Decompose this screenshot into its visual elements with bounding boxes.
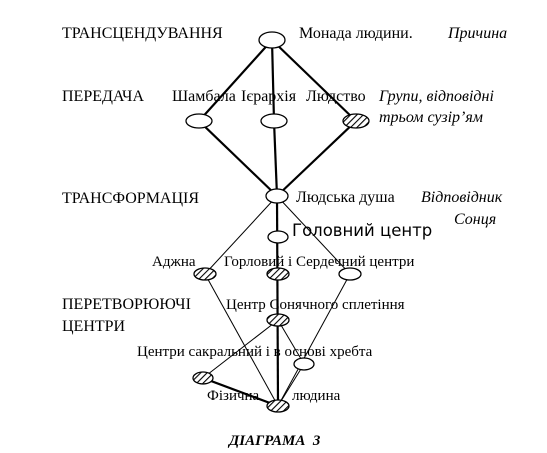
label-solar-plexus: Центр Сонячного сплетіння	[226, 297, 405, 313]
label-transformation: ТРАНСФОРМАЦІЯ	[62, 190, 199, 207]
line-sacral-physical	[202, 376, 279, 408]
label-groups-line1: Групи, відповідні	[378, 88, 494, 105]
node-base-of-spine	[293, 357, 315, 371]
line-solar-base	[277, 319, 305, 365]
diagram-caption: ДІАГРАМА 3	[227, 433, 321, 449]
node-heart	[338, 267, 362, 281]
node-monad	[258, 31, 286, 49]
label-physical-man-1: Фізична	[207, 388, 260, 404]
line-base-physical	[277, 363, 305, 407]
label-physical-man-2: людина	[292, 388, 341, 404]
label-human-soul: Людська душа	[296, 189, 395, 206]
node-sacral	[192, 371, 214, 385]
label-throat-heart: Горловий і Сердечний центри	[224, 254, 414, 270]
line-hierarchy-soul	[272, 120, 279, 197]
line-right-physical	[277, 273, 351, 407]
label-transmission: ПЕРЕДАЧА	[62, 88, 144, 105]
label-hierarchy: Ієрархія	[241, 88, 297, 105]
node-shambala	[185, 113, 213, 129]
node-ajna	[193, 267, 217, 281]
line-soul-sacral-right	[276, 195, 351, 275]
node-head-center	[267, 230, 289, 244]
label-transforming-line1: ПЕРЕТВОРЮЮЧІ	[62, 296, 191, 313]
label-groups-line2: трьом сузір’ям	[379, 109, 483, 126]
node-human-soul	[265, 188, 289, 204]
label-head-center: Головний центр	[292, 221, 432, 240]
nodes	[185, 31, 370, 413]
node-hierarchy	[260, 113, 288, 129]
label-sacral-base: Центри сакральний і в основі хребта	[137, 344, 373, 360]
label-cause: Причина	[447, 25, 507, 42]
line-ajna-physical	[204, 273, 279, 407]
label-monad: Монада людини.	[299, 25, 413, 42]
line-shambala-soul	[198, 120, 278, 197]
line-humanity-soul	[276, 120, 357, 197]
label-transforming-line2: ЦЕНТРИ	[62, 318, 126, 335]
labels: ТРАНСЦЕНДУВАННЯ Монада людини. Причина П…	[62, 25, 507, 449]
line-monad-hierarchy	[270, 39, 276, 122]
node-solar-plexus	[266, 313, 290, 327]
label-shambala: Шамбала	[172, 88, 236, 105]
node-throat	[266, 267, 290, 281]
label-ajna: Аджна	[152, 254, 196, 270]
label-sun: Сонця	[454, 211, 496, 228]
node-humanity	[342, 113, 370, 129]
label-humanity: Людство	[306, 88, 366, 105]
line-solar-sacral	[202, 319, 279, 379]
label-transcending: ТРАНСЦЕНДУВАННЯ	[62, 25, 223, 42]
label-corresponding: Відповідник	[421, 189, 503, 206]
line-monad-shambala	[198, 39, 273, 122]
line-monad-humanity	[271, 39, 357, 122]
line-soul-ajna	[204, 195, 278, 275]
node-physical-man	[266, 399, 290, 413]
